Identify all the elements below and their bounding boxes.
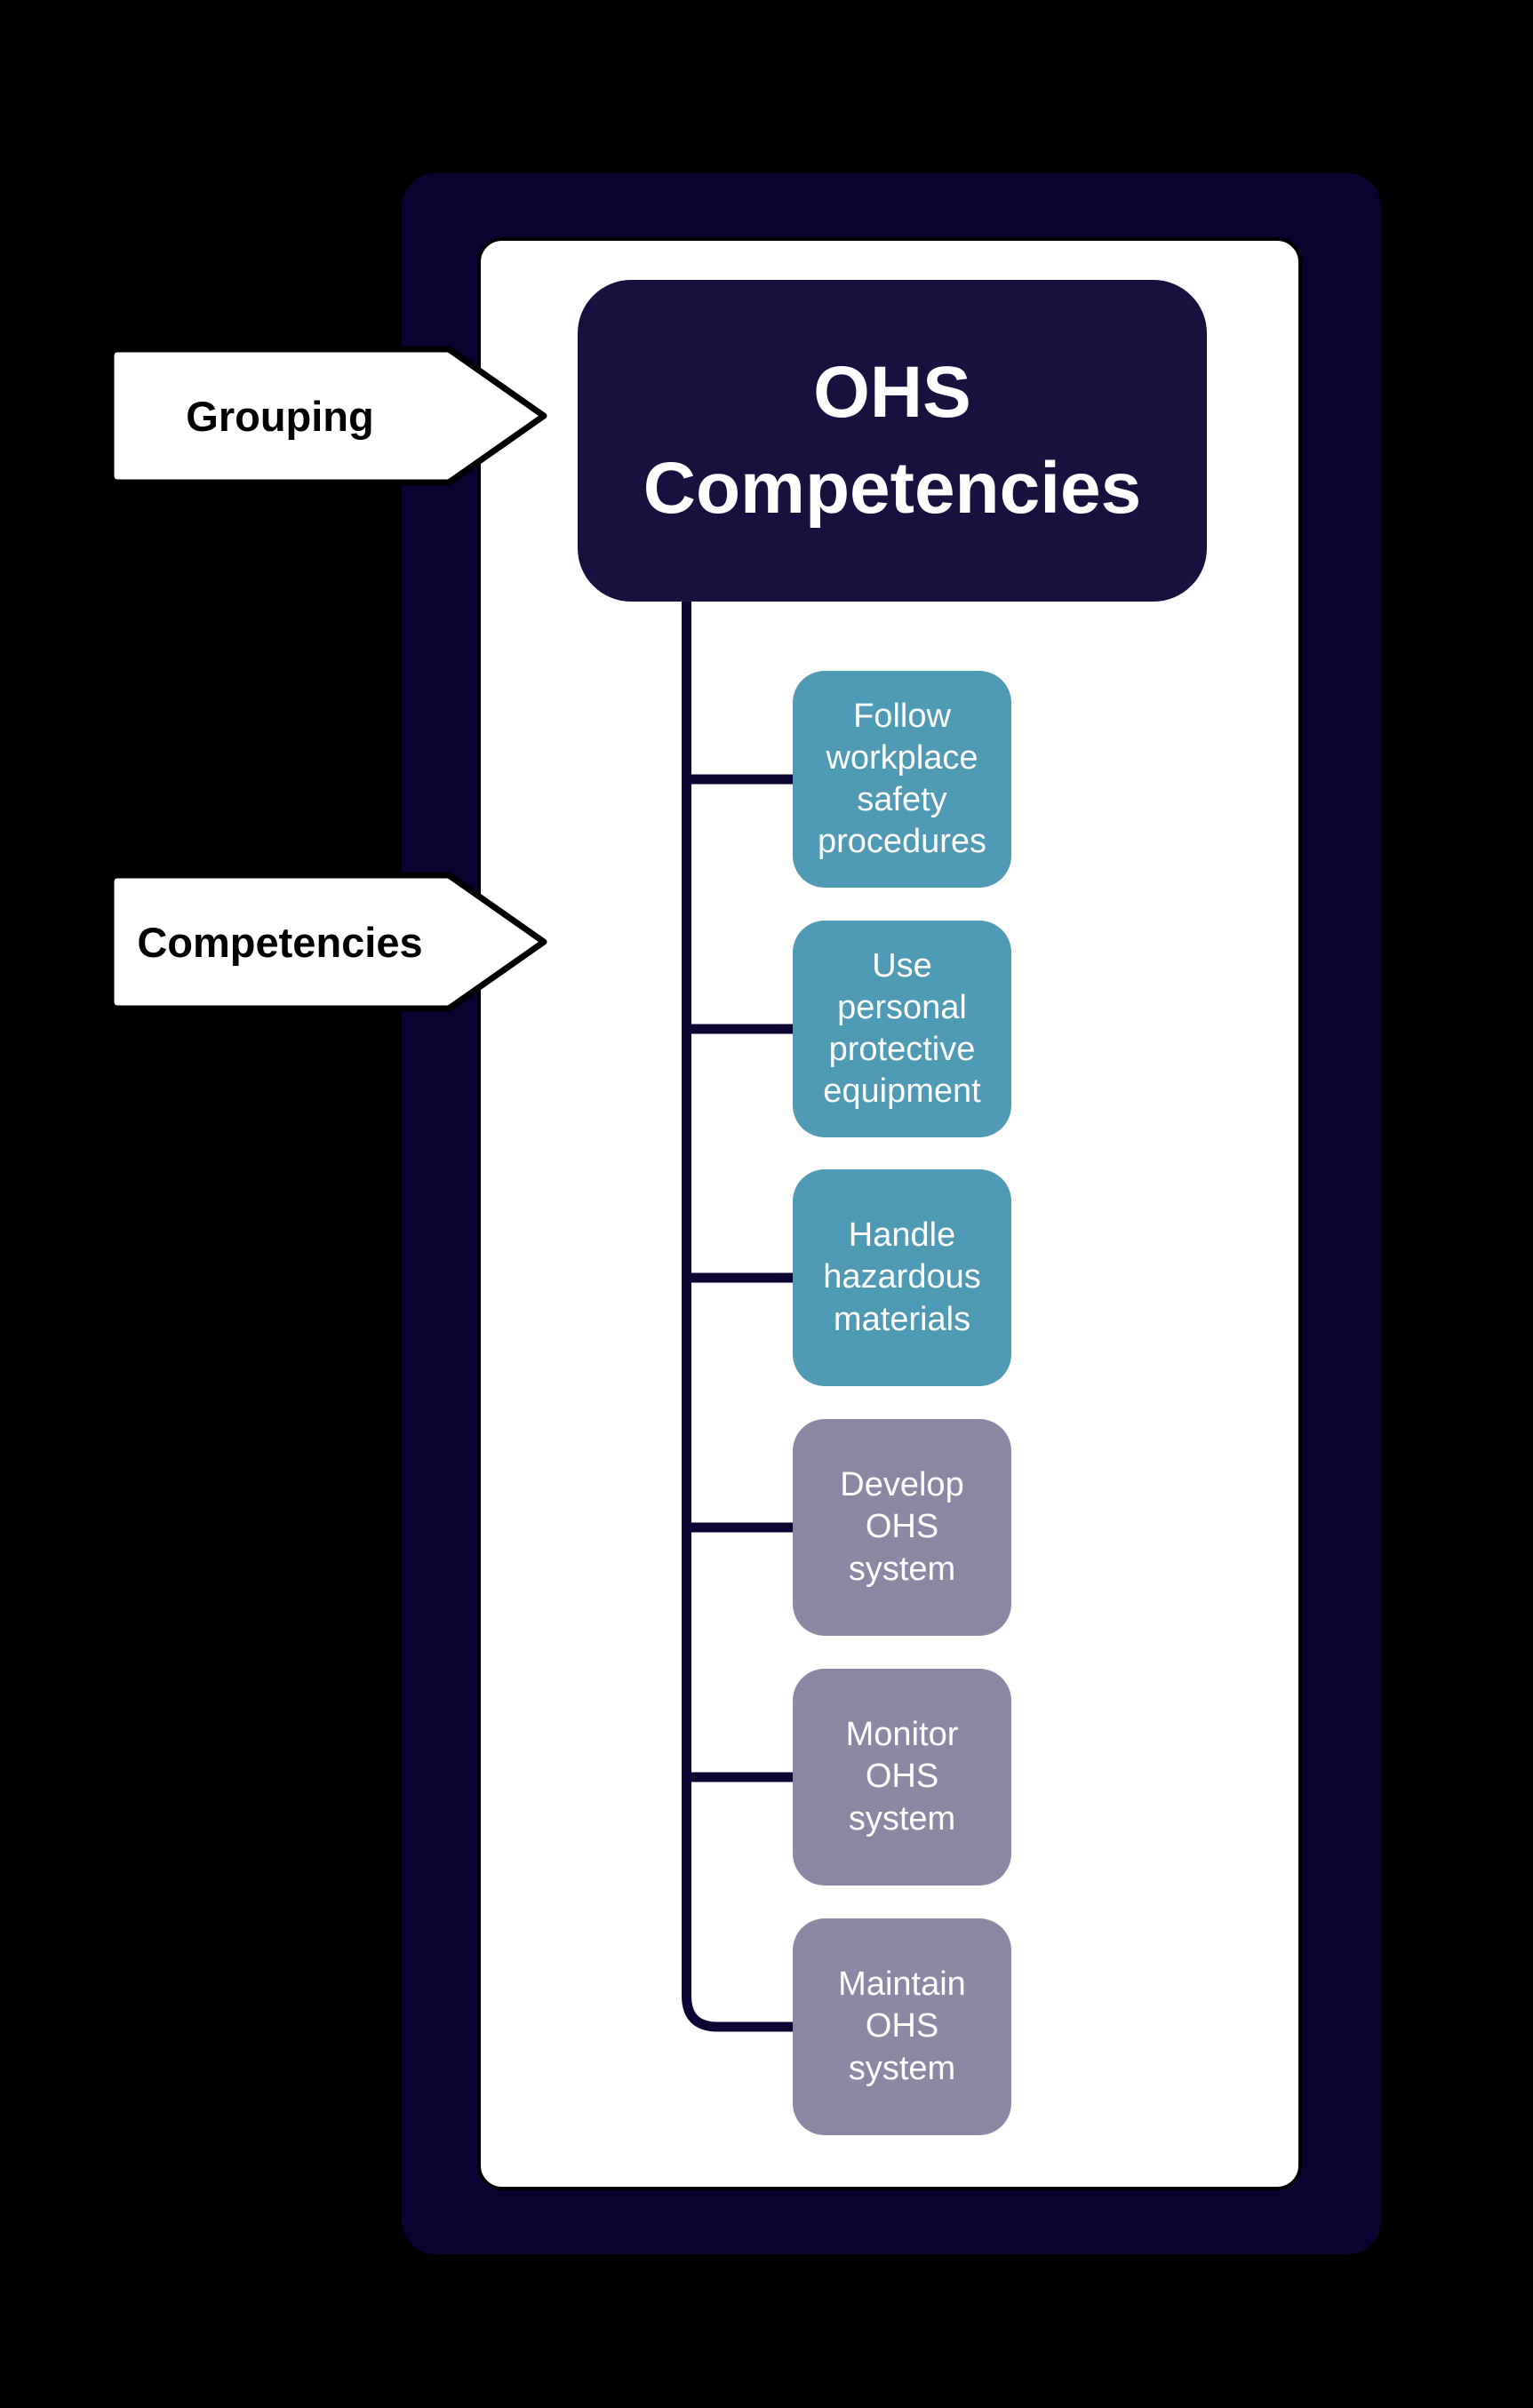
root-node-title-line2: Competencies [643, 448, 1142, 529]
root-grouping-node: OHS Competencies [578, 280, 1207, 602]
competency-node-label: Follow workplace safety procedures [817, 697, 987, 861]
competency-node-label: Monitor OHS system [845, 1716, 959, 1838]
callout-grouping-label: Grouping [186, 392, 374, 440]
competency-node-label: Use personal protective equipment [823, 946, 981, 1111]
competency-node-maintain-ohs-system: Maintain OHS system [793, 1918, 1011, 2135]
callout-arrow-shape [108, 872, 547, 1012]
callout-competencies: Competencies [107, 871, 551, 1013]
competency-node-follow-workplace-safety-procedures: Follow workplace safety procedures [793, 671, 1011, 888]
competency-node-label: Develop OHS system [840, 1466, 964, 1588]
competency-node-handle-hazardous-materials: Handle hazardous materials [793, 1169, 1011, 1386]
callout-competencies-label: Competencies [137, 918, 423, 966]
competency-node-use-personal-protective-equipment: Use personal protective equipment [793, 921, 1011, 1137]
competency-node-label: Handle hazardous materials [823, 1216, 981, 1338]
callout-grouping: Grouping [107, 345, 551, 487]
trunk-line [682, 597, 797, 2032]
callout-arrow-shape [108, 346, 547, 486]
root-node-title-line1: OHS [813, 351, 971, 433]
competency-node-monitor-ohs-system: Monitor OHS system [793, 1669, 1011, 1886]
competency-node-develop-ohs-system: Develop OHS system [793, 1419, 1011, 1636]
competency-node-label: Maintain OHS system [838, 1965, 966, 2087]
